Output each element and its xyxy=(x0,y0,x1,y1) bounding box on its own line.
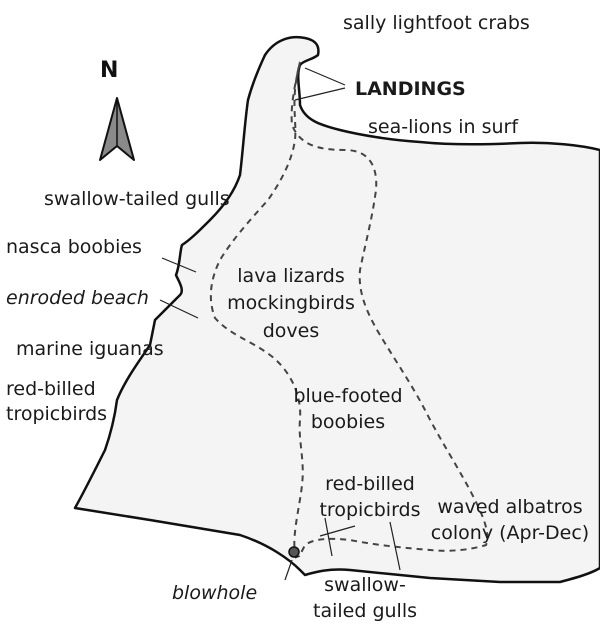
label-mockingbirds: mockingbirds xyxy=(227,292,355,314)
label-swallow-tailed-gulls-west: swallow-tailed gulls xyxy=(44,188,230,210)
label-marine-iguanas: marine iguanas xyxy=(16,338,164,360)
label-red-billed-west-2: tropicbirds xyxy=(6,403,108,425)
label-blowhole: blowhole xyxy=(172,582,258,604)
trail-path xyxy=(209,61,489,557)
blowhole-marker xyxy=(288,546,300,558)
label-red-billed-west-1: red-billed xyxy=(6,378,96,400)
compass-letter: N xyxy=(100,58,119,83)
island-landmass xyxy=(73,36,600,584)
label-swallow-tailed-south-1: swallow- xyxy=(324,574,406,596)
label-landings: LANDINGS xyxy=(355,78,466,100)
label-blue-footed-1: blue-footed xyxy=(293,385,403,407)
label-swallow-tailed-south-2: tailed gulls xyxy=(313,600,417,622)
label-waved-albatros-2: colony (Apr-Dec) xyxy=(430,522,590,544)
label-sally-lightfoot-crabs: sally lightfoot crabs xyxy=(343,12,530,34)
label-red-billed-south-1: red-billed xyxy=(325,473,415,495)
label-nasca-boobies: nasca boobies xyxy=(6,236,142,258)
label-lava-lizards: lava lizards xyxy=(237,265,345,287)
label-waved-albatros-1: waved albatros xyxy=(437,496,583,518)
label-doves: doves xyxy=(262,320,320,342)
leader-lines xyxy=(159,67,401,581)
label-enroded-beach: enroded beach xyxy=(6,287,149,309)
label-red-billed-south-2: tropicbirds xyxy=(319,499,421,521)
label-blue-footed-2: boobies xyxy=(310,411,386,433)
north-arrow-icon xyxy=(99,97,135,161)
label-sea-lions: sea-lions in surf xyxy=(368,116,519,138)
